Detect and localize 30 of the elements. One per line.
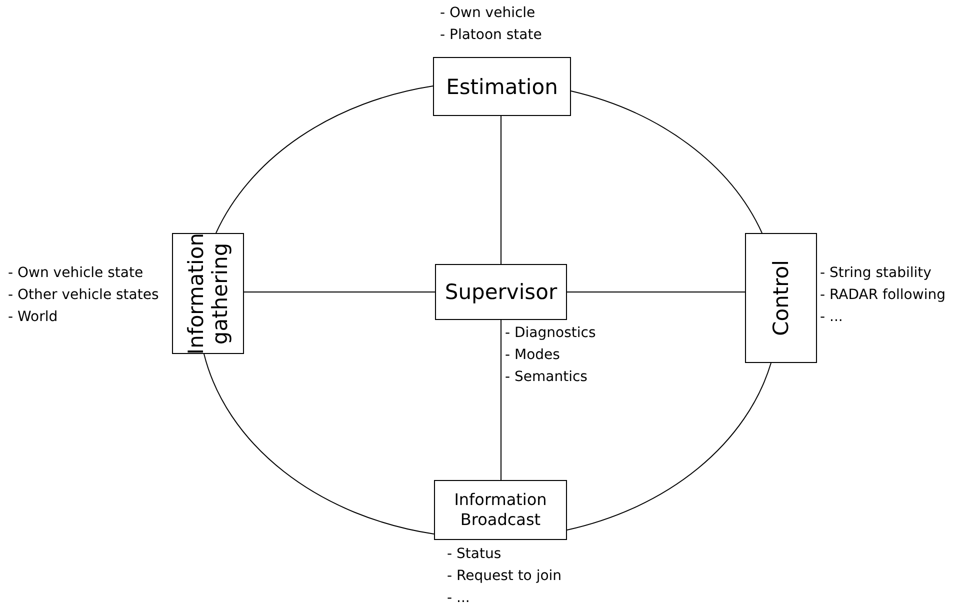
note-text: - String stability: [820, 264, 932, 283]
box-label: Information Broadcast: [453, 490, 548, 530]
note-text: - Platoon state: [440, 26, 542, 45]
connector-line: [570, 90, 762, 234]
note-text: - Other vehicle states: [8, 286, 159, 305]
connector-line: [566, 362, 772, 530]
connector-line: [500, 116, 502, 264]
process-box: [435, 264, 567, 320]
box-label: Estimation: [446, 74, 558, 98]
process-box: [745, 233, 817, 363]
note-text: - ...: [447, 589, 470, 608]
note-text: - Modes: [505, 346, 560, 365]
process-box: [433, 57, 571, 116]
note-text: - Own vehicle: [440, 4, 536, 23]
note-text: - Status: [447, 545, 502, 564]
note-text: - ...: [820, 308, 843, 327]
note-text: - RADAR following: [820, 286, 946, 305]
note-text: - Own vehicle state: [8, 264, 144, 283]
box-label: Control: [769, 260, 793, 336]
process-box: [172, 233, 244, 354]
note-text: - Semantics: [505, 368, 588, 387]
process-box: [434, 480, 567, 540]
connector-line: [204, 354, 434, 534]
note-text: - Request to join: [447, 567, 562, 586]
note-text: - World: [8, 308, 58, 327]
connector-line: [216, 86, 434, 234]
note-text: - Diagnostics: [505, 324, 596, 343]
connector-line: [500, 320, 502, 480]
box-label: Supervisor: [444, 280, 558, 304]
box-label: Information gathering: [184, 232, 232, 354]
